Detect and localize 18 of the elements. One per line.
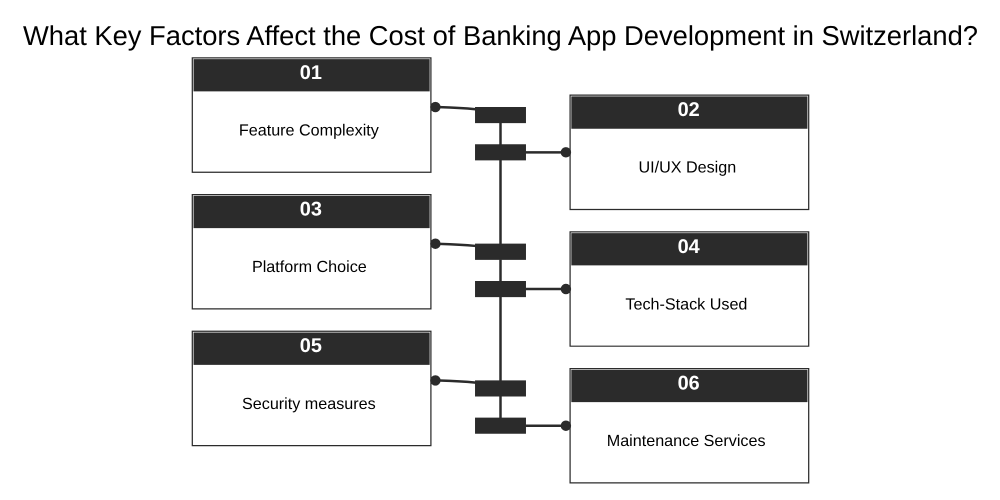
node-bar: [474, 144, 526, 160]
connector: [430, 238, 476, 248]
connector: [430, 374, 476, 386]
node-bar: [474, 106, 526, 123]
node-bar: [474, 417, 526, 434]
node-bar: [474, 280, 526, 297]
connector: [430, 101, 476, 112]
connector: [525, 420, 571, 430]
node-bar: [474, 380, 526, 396]
diagram-title: What Key Factors Affect the Cost of Banking App Development in Switzerland?: [22, 19, 978, 50]
connector: [498, 259, 502, 281]
connector: [498, 159, 502, 244]
connector: [498, 122, 502, 144]
connector: [498, 296, 502, 380]
connector: [525, 146, 571, 158]
connector: [525, 283, 571, 294]
node-bar: [474, 243, 526, 260]
connector: [498, 396, 502, 418]
